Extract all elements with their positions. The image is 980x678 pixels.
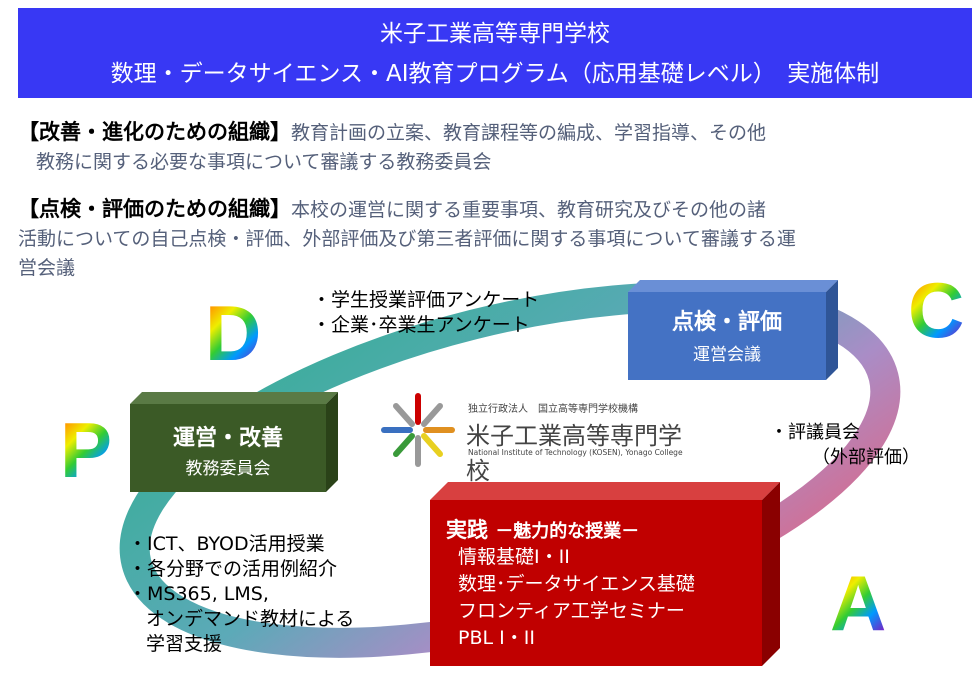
evaluation-org-section: 【点検・評価のための組織】本校の運営に関する重要事項、教育研究及びその他の諸 活… [18,195,796,283]
box-title: 点検・評価 [671,310,782,335]
box-title: 運営・改善 [172,426,283,451]
box-title-tagline: －魅力的な授業－ [495,521,640,542]
section-body: 活動についての自己点検・評価、外部評価及び第三者評価に関する事項について審議する… [18,228,796,250]
course-item: 数理･データサイエンス基礎 [458,573,695,595]
do-practice-box: 実践 －魅力的な授業－ 情報基礎I・II 数理･データサイエンス基礎 フロンティ… [430,482,780,666]
logo-name: 米子工業高等専門学校 [466,422,682,485]
title-banner: 米子工業高等専門学校 数理・データサイエンス・AI教育プログラム（応用基礎レベル… [18,8,972,98]
ict-notes: ・ICT、BYOD活用授業 ・各分野での活用例紹介 ・MS365, LMS, オ… [128,532,354,657]
act-improvement-box: 運営・改善 教務委員会 [130,392,338,492]
note-item: ・評議員会 [770,422,860,443]
box-title: 実践 [446,518,488,542]
section-body: 教育計画の立案、教育課程等の編成、学習指導、その他 [291,122,767,144]
box-subtitle: 教務委員会 [185,459,271,479]
survey-notes: ・学生授業評価アンケート ・企業･卒業生アンケート [312,288,539,338]
section-heading: 【点検・評価のための組織】 [18,197,291,221]
note-item: ・各分野での活用例紹介 [128,558,338,580]
box-subtitle: 運営会議 [693,345,761,365]
banner-title: 米子工業高等専門学校 [380,21,610,47]
note-item: （外部評価） [812,447,920,468]
note-item: ・学生授業評価アンケート [312,289,540,311]
council-notes: ・評議員会 （外部評価） [770,420,920,470]
logo-org: 独立行政法人 国立高等専門学校機構 [468,404,638,415]
note-item: オンデマンド教材による [146,608,355,630]
course-item: 情報基礎I・II [458,546,570,568]
check-evaluation-box: 点検・評価 運営会議 [628,280,838,380]
letter-d: D [205,289,262,377]
improvement-org-section: 【改善・進化のための組織】教育計画の立案、教育課程等の編成、学習指導、その他 教… [18,118,766,177]
letter-a: A [830,559,887,647]
logo-english: National Institute of Technology (KOSEN)… [468,448,683,457]
course-item: フロンティア工学セミナー [458,600,685,622]
note-item: ・MS365, LMS, [128,583,269,605]
section-heading: 【改善・進化のための組織】 [18,120,291,144]
letter-p: P [60,406,113,494]
college-logo: 独立行政法人 国立高等専門学校機構 米子工業高等専門学校 National In… [380,392,700,485]
banner-subtitle: 数理・データサイエンス・AI教育プログラム（応用基礎レベル） 実施体制 [110,61,880,87]
note-item: ・ICT、BYOD活用授業 [128,533,325,555]
note-item: 学習支援 [146,633,223,655]
section-body: 教務に関する必要な事項について審議する教務委員会 [36,151,492,173]
course-item: PBL I・II [458,627,535,649]
section-body: 本校の運営に関する重要事項、教育研究及びその他の諸 [291,199,767,221]
note-item: ・企業･卒業生アンケート [312,314,530,336]
section-body: 営会議 [18,257,76,279]
letter-c: C [908,266,965,354]
logo-mark-icon [381,393,455,467]
